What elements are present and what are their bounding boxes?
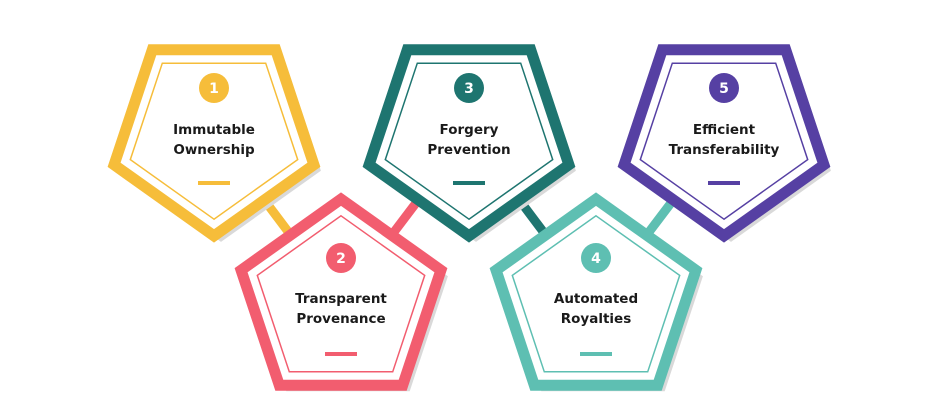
node-5-title-line1: Efficient: [692, 122, 756, 138]
node-3-number-badge: [454, 73, 484, 103]
node-4-inner-outline: [511, 214, 681, 373]
node-3-title-line2: Prevention: [427, 142, 511, 158]
node-3-inner-outline: [384, 62, 554, 221]
node-2: 2: [234, 192, 448, 392]
node-3: 3: [362, 44, 576, 243]
node-5-inner-outline: [639, 62, 809, 221]
node-5-number-badge: [709, 73, 739, 103]
node-5-number: 5: [719, 81, 729, 97]
node-3-pentagon: [362, 44, 576, 243]
node-2-underline: [325, 352, 357, 356]
node-2-pentagon: [234, 192, 448, 391]
node-5-underline: [708, 181, 740, 185]
node-1-pentagon: [107, 44, 321, 243]
node-1-number: 1: [209, 81, 219, 97]
node-2-number-badge: [326, 243, 356, 273]
node-5: 5: [617, 44, 831, 243]
node-1-inner-outline: [129, 62, 299, 221]
node-2-title-line1: Transparent: [295, 291, 387, 307]
node-4: 4: [489, 192, 703, 392]
node-1-title-line1: Immutable: [173, 122, 255, 138]
node-3-title-line1: Forgery: [439, 122, 499, 138]
node-4-pentagon: [489, 192, 703, 391]
node-3-underline: [453, 181, 485, 185]
node-4-title-line2: Royalties: [560, 311, 632, 327]
node-1-title-line2: Ownership: [173, 142, 255, 158]
node-4-number-badge: [581, 243, 611, 273]
node-label-2: Transparent Provenance: [256, 289, 426, 329]
node-2-number: 2: [336, 251, 346, 267]
node-4-title-line1: Automated: [553, 291, 639, 307]
node-label-3: Forgery Prevention: [384, 120, 554, 160]
node-5-title-line2: Transferability: [668, 142, 780, 158]
node-1-number-badge: [199, 73, 229, 103]
node-3-number: 3: [464, 81, 474, 97]
node-2-inner-outline: [256, 214, 426, 373]
node-4-underline: [580, 352, 612, 356]
node-label-5: Efficient Transferability: [639, 120, 809, 160]
node-2-title-line2: Provenance: [296, 311, 386, 327]
node-label-4: Automated Royalties: [511, 289, 681, 329]
node-5-pentagon: [617, 44, 831, 243]
node-1: 1: [107, 44, 321, 243]
node-4-number: 4: [591, 251, 601, 267]
node-label-1: Immutable Ownership: [129, 120, 299, 160]
node-1-underline: [198, 181, 230, 185]
